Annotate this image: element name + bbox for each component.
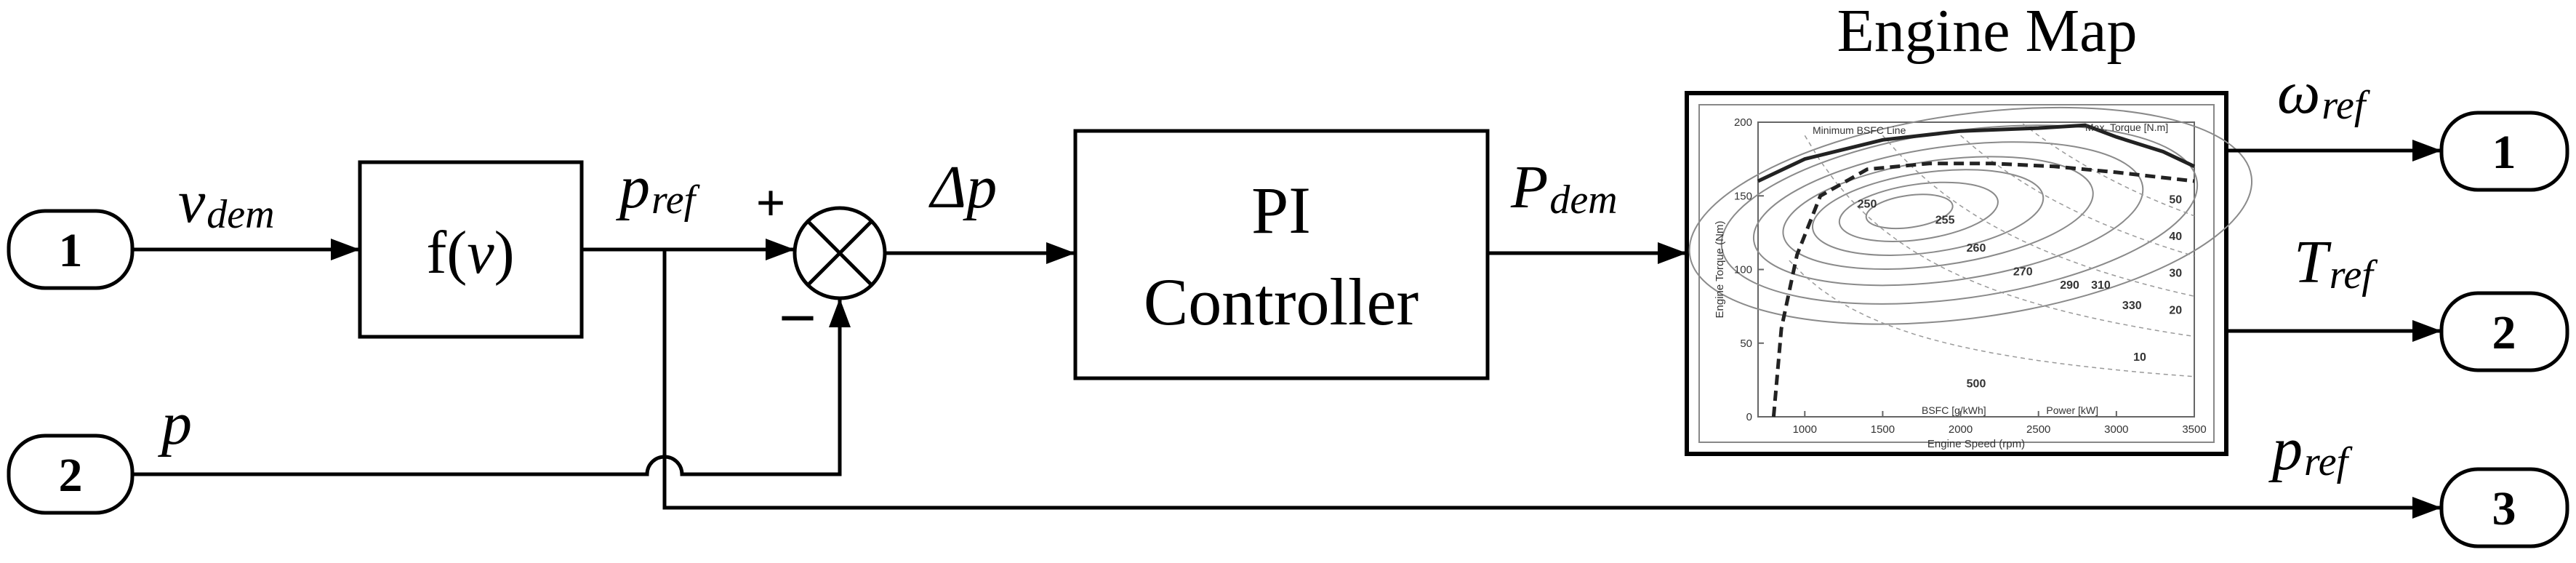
sum-cross-line <box>806 220 873 287</box>
sum-minus-sign: – <box>782 279 814 346</box>
power-annotation: Power [kW] <box>2046 404 2098 416</box>
input-port-1-number: 1 <box>59 224 83 277</box>
power-value-label: 10 <box>2133 351 2146 364</box>
x-tick-label: 1500 <box>1871 423 1895 436</box>
bsfc-contour <box>1782 156 2094 271</box>
bsfc-annotation: BSFC [g/kWh] <box>1922 404 1986 416</box>
output-port-2-number: 2 <box>2492 306 2516 359</box>
engine-map-y-axis-label: Engine Torque (Nm) <box>1714 221 1726 319</box>
y-tick-label: 50 <box>1740 338 1752 350</box>
x-tick-label: 3000 <box>2104 423 2128 436</box>
pi-controller-label-line2: Controller <box>1144 265 1419 339</box>
max-torque-annotation: Max. Torque [N.m] <box>2085 121 2168 133</box>
x-tick-label: 2000 <box>1949 423 1973 436</box>
x-tick-label: 3500 <box>2182 423 2206 436</box>
output-port-1[interactable]: 1 <box>2439 111 2569 192</box>
input-port-2-number: 2 <box>59 449 83 502</box>
output-port-1-number: 1 <box>2492 126 2516 179</box>
min-bsfc-annotation: Minimum BSFC Line <box>1813 124 1906 136</box>
power-value-label: 50 <box>2169 193 2182 206</box>
bsfc-value-label: 255 <box>1935 215 1955 227</box>
max-torque-curve <box>1757 123 2196 183</box>
omega-ref-label: ωref <box>2277 59 2371 128</box>
p-label: p <box>158 390 192 458</box>
pref-label: pref <box>616 153 701 223</box>
engine-map-block[interactable]: 1000 1500 2000 2500 3000 3500 0 50 100 150 200 250… <box>1676 76 2266 456</box>
x-tick-label: 2500 <box>2026 423 2050 436</box>
y-tick-label: 150 <box>1734 190 1752 202</box>
y-tick-label: 200 <box>1734 116 1752 129</box>
function-block[interactable]: f(v) <box>358 160 584 339</box>
bsfc-value-label: 290 <box>2060 279 2079 292</box>
engine-map-title: Engine Map <box>1837 0 2138 65</box>
power-curve <box>1882 135 2195 298</box>
vdem-label: vdem <box>178 168 275 237</box>
bsfc-contour <box>1752 141 2144 287</box>
engine-map-x-axis-label: Engine Speed (rpm) <box>1927 438 2025 450</box>
bsfc-value-label: 260 <box>1967 242 1986 255</box>
power-demand-label: Pdem <box>1510 153 1618 223</box>
input-port-1[interactable]: 1 <box>7 209 135 290</box>
pi-controller-block[interactable]: PI Controller <box>1073 129 1490 380</box>
bsfc-value-label: 330 <box>2122 300 2142 312</box>
power-curve <box>1804 135 2195 338</box>
pref-branch-line <box>662 249 2441 519</box>
function-block-label: f(v) <box>426 219 514 287</box>
bsfc-contour <box>1865 193 1954 230</box>
engine-map-chart: 1000 1500 2000 2500 3000 3500 0 50 100 150 200 250… <box>1688 106 2253 450</box>
torque-ref-label: Tref <box>2294 228 2378 298</box>
power-value-label: 40 <box>2169 231 2182 243</box>
pi-controller-label-line1: PI <box>1251 173 1311 247</box>
power-value-label: 30 <box>2169 268 2182 280</box>
y-tick-label: 0 <box>1746 411 1752 423</box>
bsfc-value-label: 270 <box>2013 266 2033 279</box>
output-port-2[interactable]: 2 <box>2439 291 2569 372</box>
output-port-3[interactable]: 3 <box>2439 467 2569 548</box>
power-curve <box>1789 260 2195 378</box>
error-signal-label: Δp <box>928 153 997 221</box>
bsfc-value-label: 250 <box>1858 198 1877 210</box>
power-value-label: 20 <box>2169 304 2182 316</box>
output-port-3-number: 3 <box>2492 482 2516 535</box>
bsfc-contour <box>1838 181 1999 242</box>
x-tick-label: 1000 <box>1793 423 1817 436</box>
pref-output-label: pref <box>2268 415 2354 484</box>
power-curve <box>1960 135 2195 257</box>
input-port-2[interactable]: 2 <box>7 434 135 515</box>
power-curve <box>2022 123 2195 217</box>
y-tick-label: 100 <box>1734 264 1752 276</box>
min-bsfc-line <box>1771 161 2195 418</box>
sum-plus-sign: + <box>755 174 785 232</box>
bsfc-contour <box>1811 169 2045 256</box>
bsfc-contour <box>1688 106 2253 325</box>
bsfc-value-label: 310 <box>2091 279 2111 292</box>
bsfc-value-label: 500 <box>1967 378 1986 391</box>
